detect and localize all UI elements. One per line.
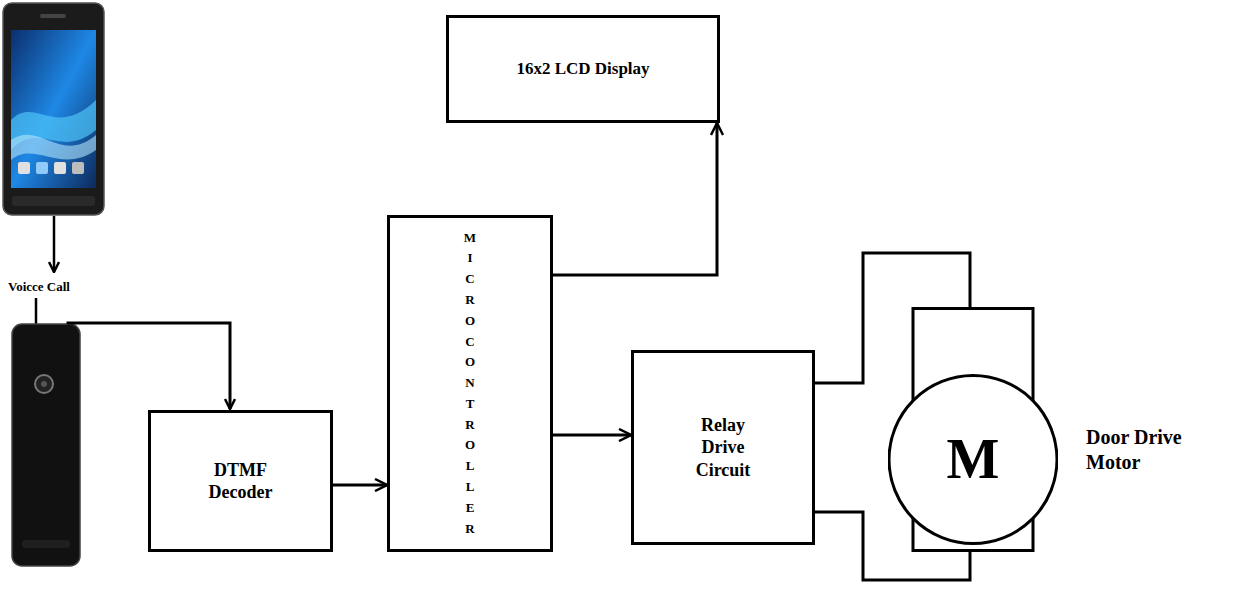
smartphone-back (12, 324, 80, 566)
phone-bar (12, 196, 95, 206)
app-icon (18, 162, 30, 174)
smartphone-front (3, 3, 104, 215)
call-arrow (53, 216, 56, 272)
decoder-box: DTMF Decoder (148, 410, 333, 552)
node-label: Relay Drive Circuit (683, 414, 763, 482)
speaker-slot (40, 14, 66, 18)
phone-body (3, 3, 104, 215)
node-label: 16x2 LCD Display (516, 58, 649, 79)
phone-screen (11, 30, 96, 188)
camera-lens (35, 375, 53, 393)
motor-circle (889, 376, 1057, 544)
relay-driver-box: Relay Drive Circuit (631, 350, 815, 545)
microcontroller-box: MICROCONTROLLER (387, 215, 553, 552)
node-label: DTMF Decoder (191, 459, 291, 504)
signal-arrow (553, 434, 631, 437)
node-caption: Door Drive Motor (1086, 425, 1201, 475)
phone-grille (22, 540, 70, 548)
signal-arrow (333, 484, 387, 487)
app-icon (54, 162, 66, 174)
display-box: 16x2 LCD Display (446, 15, 720, 123)
app-icon (36, 162, 48, 174)
motor-symbol: MDoor Drive Motor (888, 307, 1058, 552)
camera-lens (41, 381, 47, 387)
audio-wire (68, 323, 230, 409)
phone-body (12, 324, 80, 566)
node-label: MICROCONTROLLER (464, 228, 477, 540)
signal-label: Voicce Call (8, 279, 70, 295)
signal-arrow (553, 123, 717, 275)
screen-wave (11, 135, 96, 160)
app-icon (72, 162, 84, 174)
node-label: M (947, 424, 1000, 494)
